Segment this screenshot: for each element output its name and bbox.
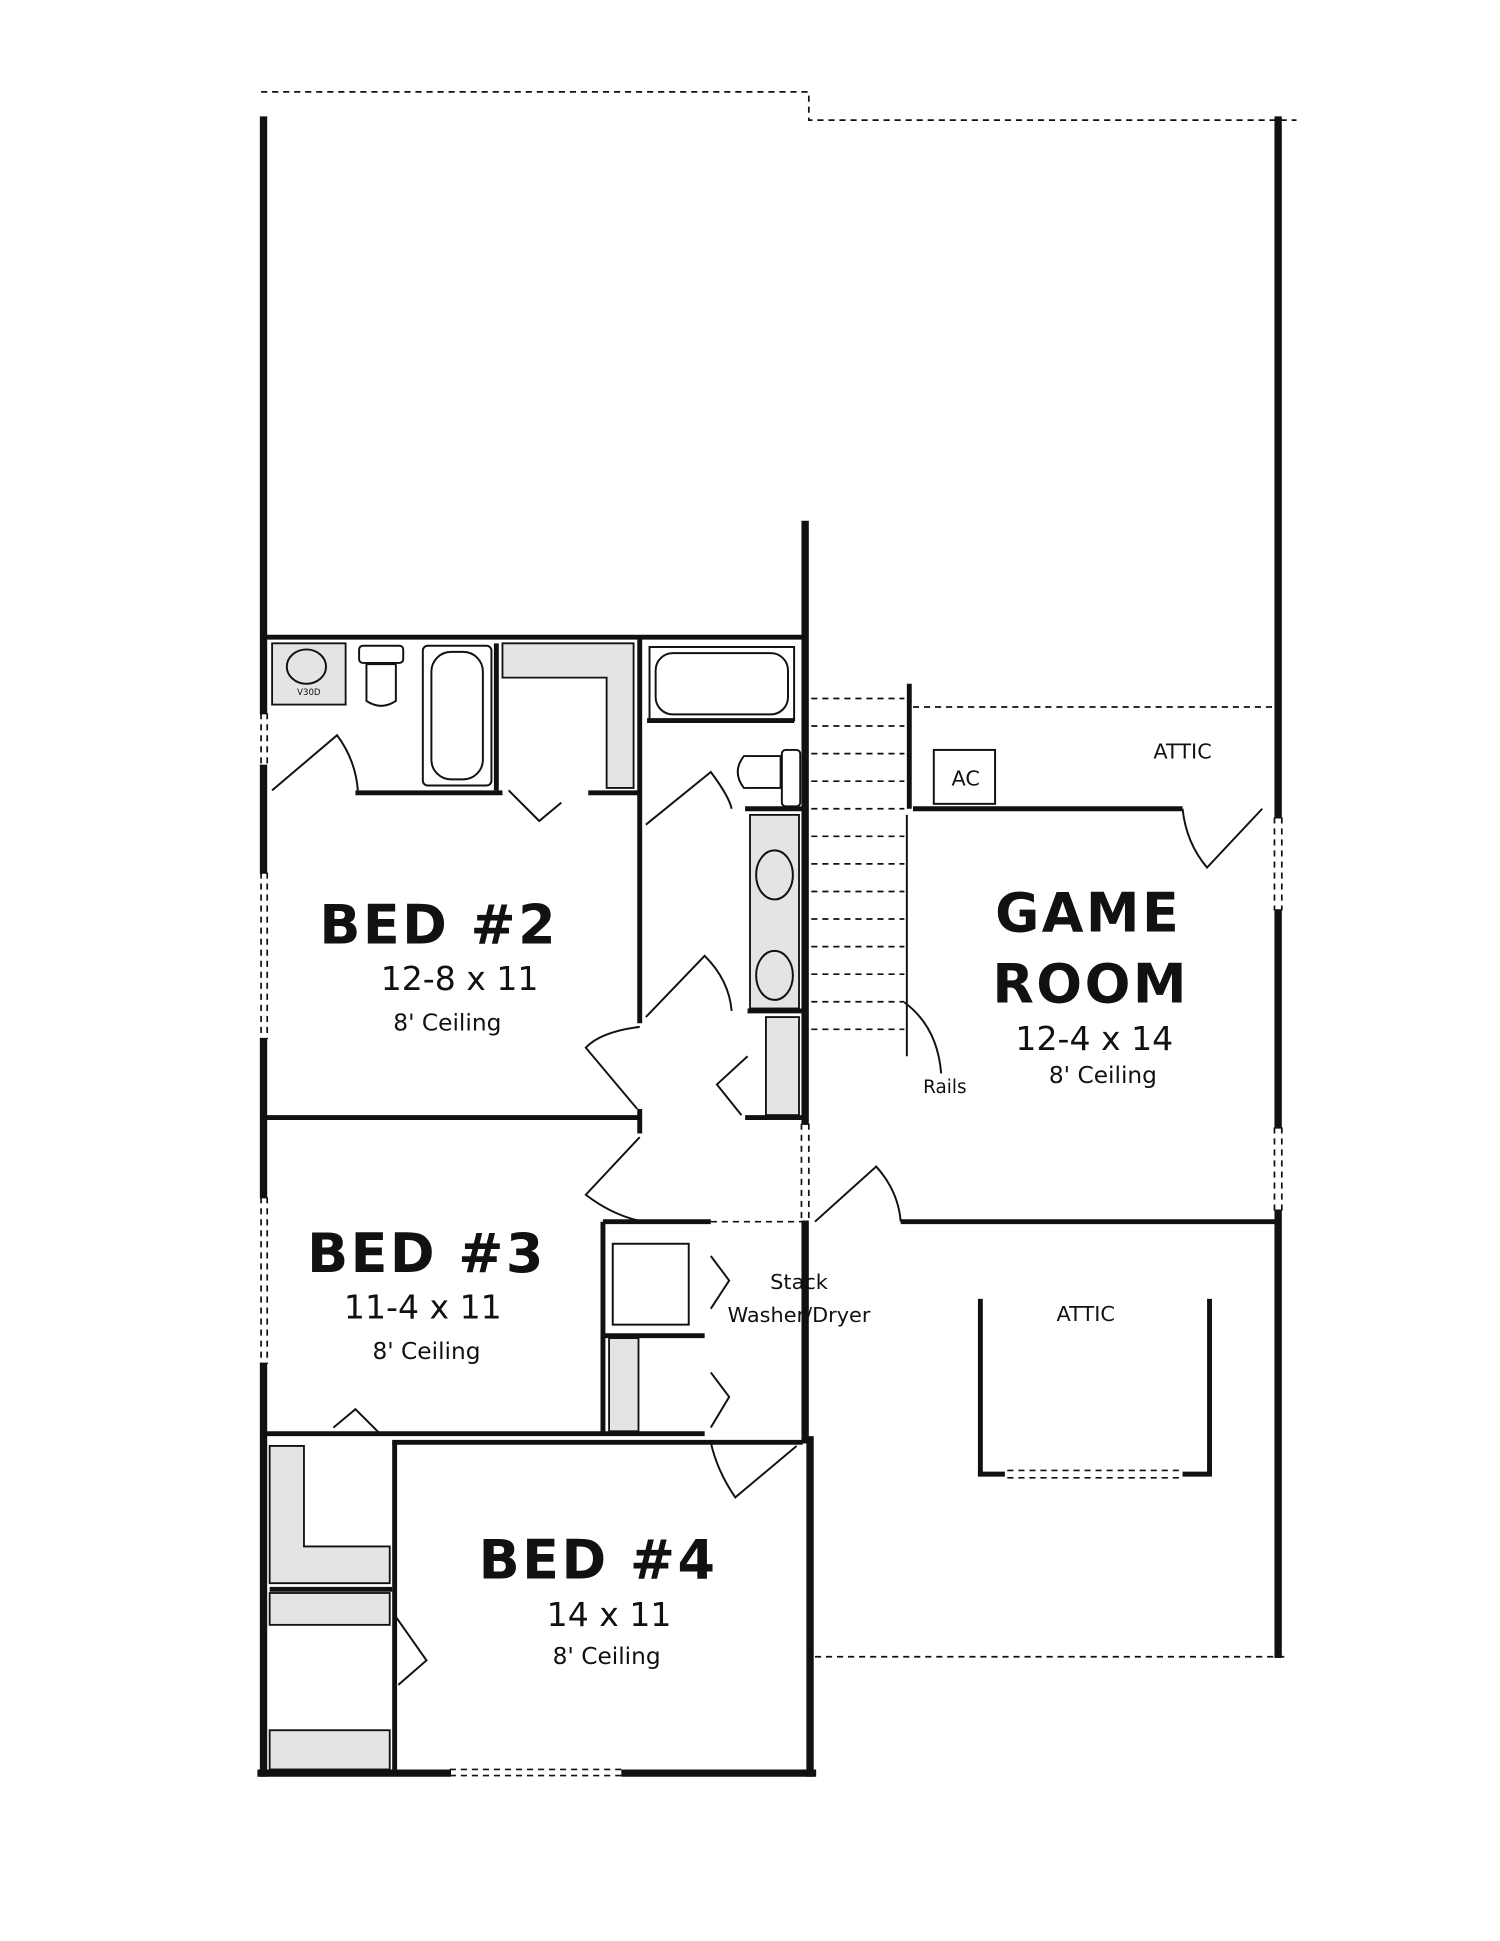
- rails-label: Rails: [923, 1077, 966, 1098]
- rails-arrow: [903, 1001, 943, 1074]
- closet-shelves: [268, 642, 800, 1771]
- bed2-ceiling: 8' Ceiling: [393, 1010, 501, 1037]
- game-room-size: 12-4 x 14: [1015, 1019, 1173, 1058]
- bed2-name: BED #2: [319, 894, 558, 957]
- bathroom-fixtures: V30D: [285, 644, 802, 1326]
- game-room-name-2: ROOM: [992, 952, 1189, 1015]
- toilet-icon: [780, 748, 802, 808]
- washer-dryer-label: Washer/Dryer: [728, 1303, 871, 1327]
- toilet-icon: [358, 644, 405, 664]
- game-room-ceiling: 8' Ceiling: [1049, 1062, 1157, 1089]
- game-room-name-1: GAME: [995, 881, 1181, 944]
- bed2-size: 12-8 x 11: [381, 959, 539, 998]
- sink-icon: [755, 849, 794, 901]
- ac-unit: [932, 748, 997, 805]
- bed3-ceiling: 8' Ceiling: [372, 1338, 480, 1365]
- sink-icon: [755, 949, 794, 1001]
- doors: [271, 733, 1263, 1686]
- attic-top-label: ATTIC: [1153, 740, 1211, 764]
- bathtub-icon: [648, 646, 796, 722]
- bathtub-icon: [421, 644, 493, 787]
- attic-bottom-label: ATTIC: [1057, 1302, 1115, 1326]
- roof-outline: [261, 91, 1297, 121]
- bed3-name: BED #3: [307, 1222, 546, 1285]
- sink-icon: [285, 648, 327, 685]
- ac-label: AC: [951, 766, 979, 790]
- washer-dryer-icon: [611, 1242, 690, 1326]
- bed4-size: 14 x 11: [547, 1595, 672, 1634]
- staircase: [811, 697, 905, 1031]
- interior-walls: [263, 634, 1279, 1774]
- sink-tag: V30D: [297, 688, 321, 698]
- bed4-name: BED #4: [479, 1528, 718, 1591]
- bed3-size: 11-4 x 11: [344, 1288, 502, 1327]
- stack-label: Stack: [770, 1270, 828, 1294]
- attic-opening: [977, 1298, 1212, 1479]
- bed4-ceiling: 8' Ceiling: [553, 1643, 661, 1670]
- exterior-walls: [257, 116, 1283, 1777]
